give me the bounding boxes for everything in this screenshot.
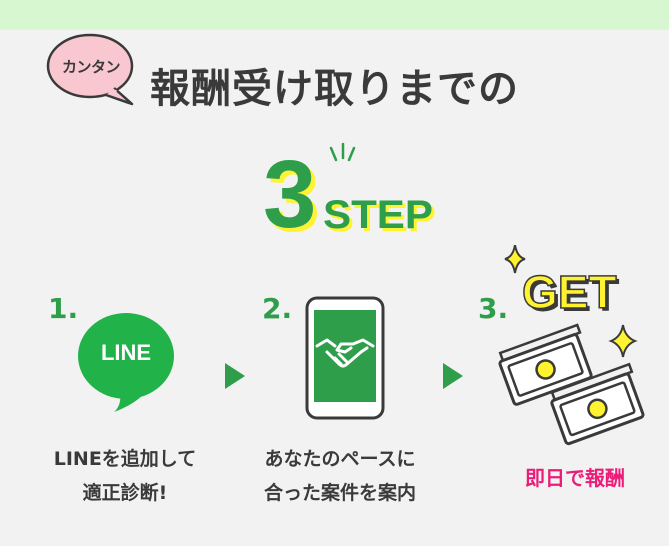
arrow-right-icon (443, 363, 463, 389)
step-1-caption: LINEを追加して 適正診断! (30, 442, 220, 510)
get-text-shadow: GET (525, 269, 620, 321)
bill-2 (550, 362, 645, 446)
step-2-number: 2. (262, 292, 293, 325)
step-1-caption-line1: LINEを追加して (53, 448, 197, 470)
step-title-number: 3 (263, 141, 316, 238)
speech-bubble-badge (46, 33, 134, 106)
step-title-number-shadow: 3 (267, 145, 320, 238)
sparkle-lines (329, 142, 356, 162)
sparkle-icon (608, 324, 638, 358)
headline: 報酬受け取りまでの (150, 66, 519, 112)
step-3-caption: 即日で報酬 (525, 466, 625, 490)
badge-label: カンタン (61, 58, 121, 76)
arrow-right-icon (225, 363, 245, 389)
top-band (0, 0, 669, 30)
step-title-word-shadow: STEP (326, 196, 436, 238)
step-2-caption-line2: 合った案件を案内 (263, 482, 416, 504)
sparkle-icon (504, 245, 526, 274)
step-title: 3 3 STEP STEP (263, 141, 436, 238)
handshake-icon (315, 338, 375, 368)
step-2-caption-line1: あなたのペースに (264, 448, 416, 470)
smartphone-icon (305, 296, 385, 420)
step-3-number: 3. (478, 292, 509, 325)
step-1-caption-line2: 適正診断! (82, 482, 168, 504)
money-bills-icon: GET GET (498, 245, 645, 446)
step-2-caption: あなたのペースに 合った案件を案内 (240, 442, 440, 510)
get-text: GET (522, 266, 617, 318)
step-1-number: 1. (48, 292, 79, 325)
line-logo-text: LINE (100, 340, 152, 365)
line-logo-icon (78, 313, 174, 412)
step-title-word: STEP (323, 193, 433, 237)
